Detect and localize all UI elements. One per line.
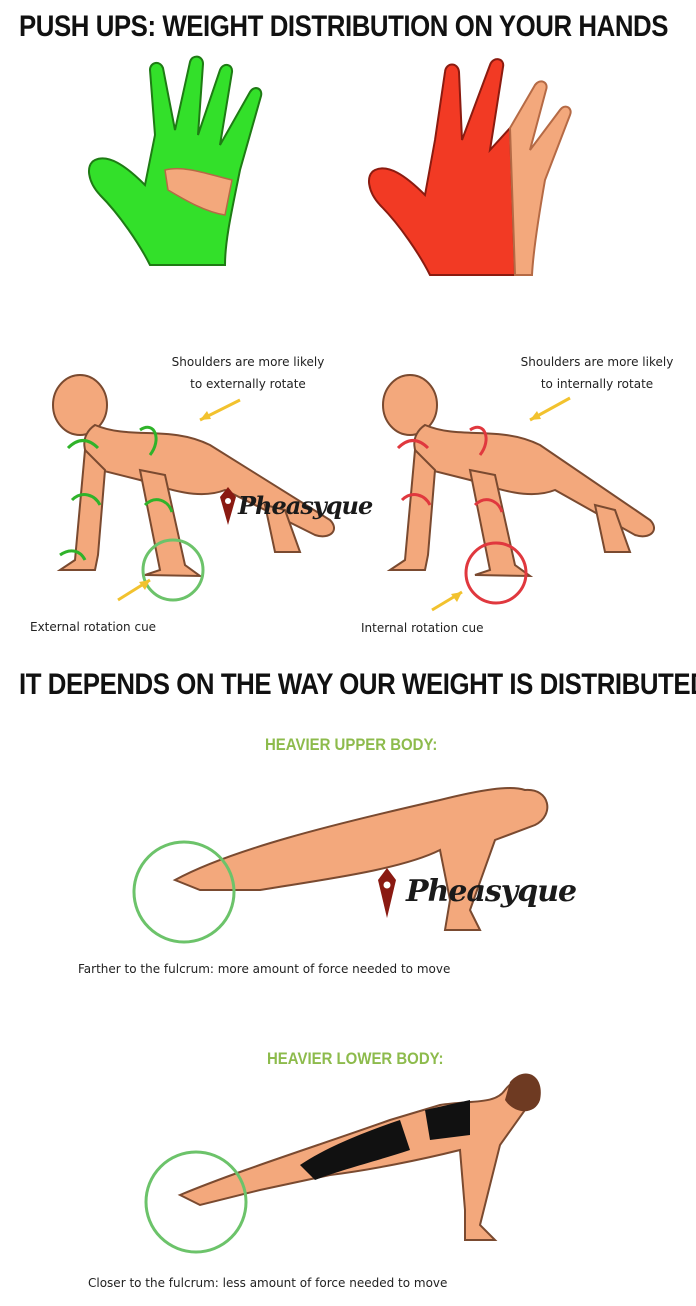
pushup-rotation-figures bbox=[52, 374, 655, 612]
pen-nib-icon bbox=[220, 487, 236, 525]
upper-body-figure bbox=[132, 787, 549, 944]
right-shoulder-note: Shoulders are more likely to internally … bbox=[512, 351, 682, 395]
upper-body-caption: Farther to the fulcrum: more amount of f… bbox=[78, 962, 451, 976]
red-hand bbox=[368, 58, 572, 276]
lower-body-caption: Closer to the fulcrum: less amount of fo… bbox=[88, 1276, 448, 1290]
lower-body-figure bbox=[144, 1073, 541, 1254]
right-cue-label: Internal rotation cue bbox=[361, 621, 484, 635]
brand-name-2: Pheasyque bbox=[406, 874, 577, 909]
green-hand bbox=[88, 55, 263, 266]
left-pushup-figure bbox=[52, 374, 335, 602]
right-pushup-figure bbox=[382, 374, 655, 612]
brand-name-1: Pheasyque bbox=[238, 491, 373, 520]
left-shoulder-note-line2: to externally rotate bbox=[190, 377, 306, 391]
left-shoulder-note: Shoulders are more likely to externally … bbox=[163, 351, 333, 395]
hands-illustration bbox=[88, 55, 572, 276]
page-title: PUSH UPS: WEIGHT DISTRIBUTION ON YOUR HA… bbox=[19, 10, 669, 43]
pen-nib-icon bbox=[378, 868, 396, 918]
middle-title: IT DEPENDS ON THE WAY OUR WEIGHT IS DIST… bbox=[19, 668, 696, 701]
right-shoulder-note-line1: Shoulders are more likely bbox=[520, 355, 674, 369]
left-cue-label: External rotation cue bbox=[30, 620, 157, 634]
right-shoulder-note-line2: to internally rotate bbox=[540, 377, 654, 391]
left-shoulder-note-line1: Shoulders are more likely bbox=[171, 355, 325, 369]
lower-body-title: HEAVIER LOWER BODY: bbox=[267, 1049, 444, 1068]
upper-body-title: HEAVIER UPPER BODY: bbox=[265, 735, 438, 754]
